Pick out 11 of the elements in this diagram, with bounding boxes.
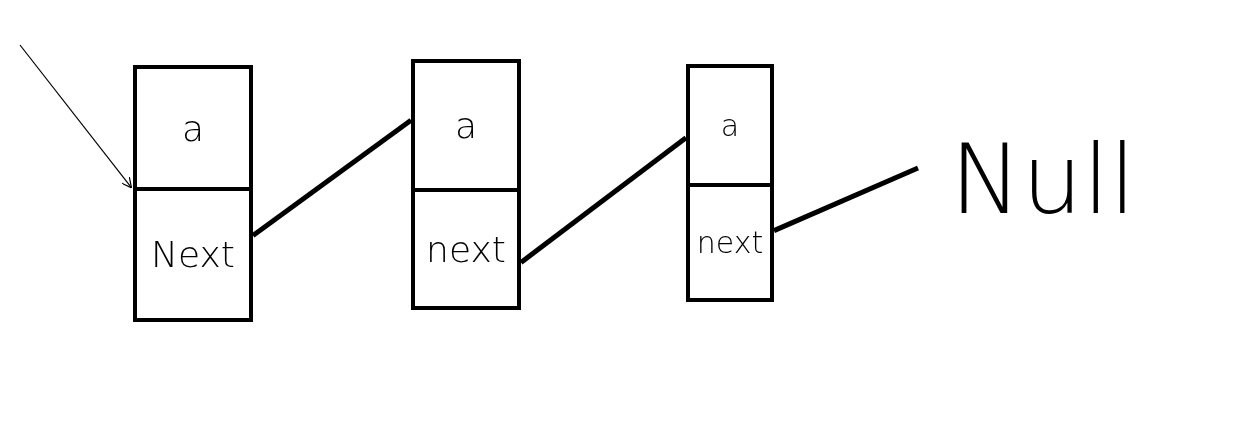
link-line: [773, 165, 919, 233]
cell-text: next: [696, 225, 764, 260]
pointer-arrow: [19, 44, 133, 189]
cell-text: a: [720, 108, 740, 143]
cell-text: a: [454, 105, 478, 146]
cell-text: Next: [151, 234, 235, 275]
cell-text: a: [181, 107, 205, 149]
link-line: [251, 118, 413, 238]
cell-text: next: [426, 228, 506, 270]
link-line: [519, 135, 688, 265]
cell-text: Null: [950, 124, 1136, 236]
